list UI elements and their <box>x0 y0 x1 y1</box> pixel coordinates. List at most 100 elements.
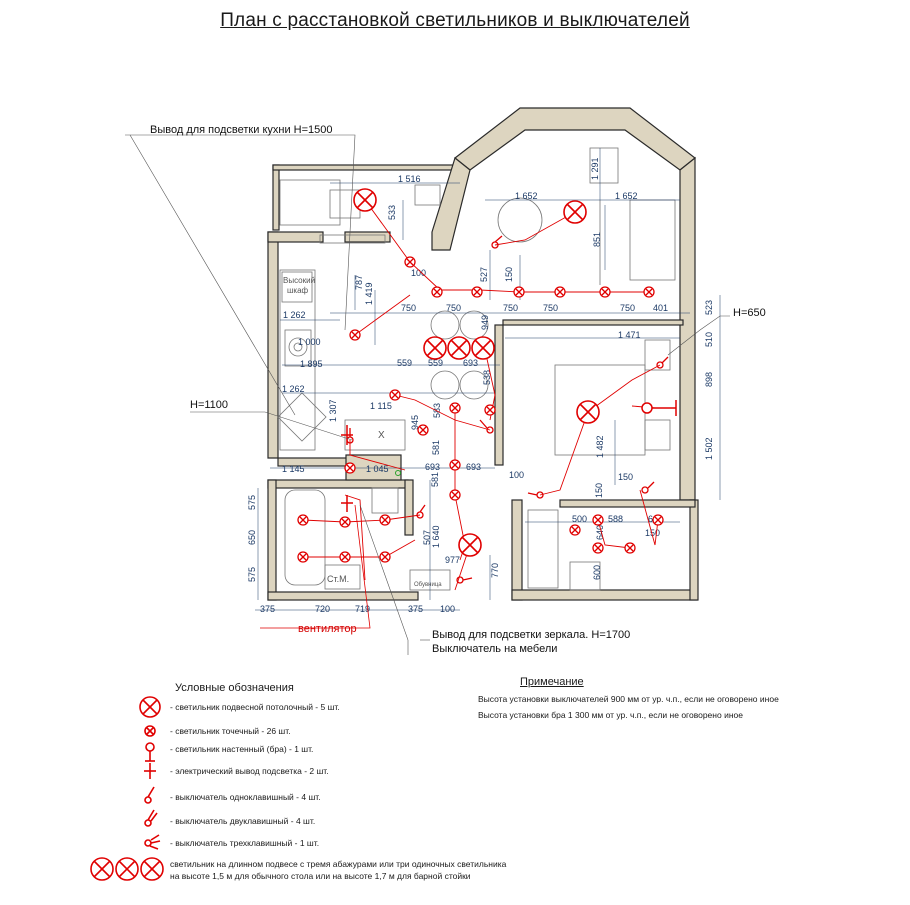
spot-light-icon <box>513 286 525 298</box>
wall-sconce <box>641 400 677 416</box>
spot-light-icon <box>379 514 391 526</box>
kitchen-light-output-label: Вывод для подсветки кухни Н=1500 <box>150 124 333 136</box>
spot-light-icon <box>484 404 496 416</box>
spot-light-icon <box>379 551 391 563</box>
triple-switch-icon <box>144 834 161 850</box>
spot-light-icon <box>624 542 636 554</box>
switch-icon <box>656 356 669 369</box>
spot-lights <box>297 256 664 563</box>
dimension-label: 770 <box>490 563 500 578</box>
right-wall <box>679 156 696 501</box>
dimension-label: 1 000 <box>298 337 321 347</box>
dimension-label: 1 516 <box>398 174 421 184</box>
legend-item-spot: - светильник точечный - 26 шт. <box>170 726 291 736</box>
spot-light-icon <box>449 402 461 414</box>
triple-pendant-icon <box>423 336 495 360</box>
spot-light-icon <box>569 524 581 536</box>
spot-light-icon <box>344 462 356 474</box>
fan-leader <box>260 504 371 629</box>
switch-icon <box>641 481 655 494</box>
dimension-label: 588 <box>608 514 623 524</box>
double-switch-icon <box>144 809 158 827</box>
dimension-label: 527 <box>479 267 489 282</box>
shoe-cabinet-label: Обувница <box>414 582 442 588</box>
spot-light-icon <box>643 286 655 298</box>
spot-light-icon <box>431 286 443 298</box>
dimension-label: 559 <box>397 358 412 368</box>
dimension-label: 1 652 <box>515 191 538 201</box>
dimension-label: 1 145 <box>282 464 305 474</box>
dimension-label: 693 <box>466 462 481 472</box>
dimension-label: 100 <box>440 604 455 614</box>
spot-light-icon <box>471 286 483 298</box>
dimension-label: 401 <box>653 303 668 313</box>
bay-wall <box>454 107 696 171</box>
dimension-label: 575 <box>247 495 257 510</box>
leader-lines <box>125 134 730 655</box>
h1100-label: Н=1100 <box>190 399 228 411</box>
pendant-light-icon <box>139 696 161 718</box>
dimension-label: 150 <box>618 472 633 482</box>
dimension-label: 977 <box>445 555 460 565</box>
tall-cabinet-label-1: Высокий <box>283 276 315 285</box>
cross-label: Х <box>378 430 385 441</box>
output-icon <box>144 763 156 779</box>
spot-light-icon <box>599 286 611 298</box>
pendant-light-icon <box>563 200 587 224</box>
dimension-label: 898 <box>704 372 714 387</box>
switch-icon <box>527 491 544 499</box>
spot-light-icon <box>404 256 416 268</box>
dimension-label: 583 <box>432 403 442 418</box>
mirror-output-label: Вывод для подсветки зеркала. Н=1700 <box>432 629 630 641</box>
dimension-label: 100 <box>509 470 524 480</box>
notes-title: Примечание <box>520 676 584 688</box>
dimension-label: 640 <box>595 525 605 540</box>
switches <box>346 235 669 584</box>
pendant-light-icon <box>353 188 377 212</box>
dimension-label: 575 <box>247 567 257 582</box>
legend-item-double-switch: - выключатель двуклавишный - 4 шт. <box>170 816 316 826</box>
dimension-label: 507 <box>422 530 432 545</box>
fan-label: вентилятор <box>298 623 357 635</box>
spot-light-icon <box>592 542 604 554</box>
legend-item-pendant: - светильник подвесной потолочный - 5 шт… <box>170 702 340 712</box>
single-switch-icon <box>144 786 155 804</box>
spot-light-icon <box>339 551 351 563</box>
legend-triple-line-1: светильник на длинном подвесе с тремя аб… <box>170 859 507 869</box>
legend-item-output: - электрический вывод подсветка - 2 шт. <box>170 766 329 776</box>
dimension-label: 720 <box>315 604 330 614</box>
dimension-label: 1 307 <box>328 399 338 422</box>
spot-light-icon <box>417 424 429 436</box>
h650-label: Н=650 <box>733 307 766 319</box>
dimension-label: 1 895 <box>300 359 323 369</box>
dimension-label: 581 <box>430 472 440 487</box>
spot-light-icon <box>449 489 461 501</box>
switch-icon <box>479 419 494 434</box>
dimension-label: 523 <box>704 300 714 315</box>
furniture <box>277 147 676 591</box>
dimension-label: 1 262 <box>283 310 306 320</box>
light-outputs <box>341 425 353 512</box>
spot-light-icon <box>592 514 604 526</box>
dimension-label: 500 <box>572 514 587 524</box>
dimension-label: 510 <box>704 332 714 347</box>
legend-symbols <box>139 696 161 850</box>
switch-icon <box>456 576 473 584</box>
plan-title: План с расстановкой светильников и выклю… <box>220 10 690 31</box>
dimension-label: 1 419 <box>364 282 374 305</box>
note-sconce-height: Высота установки бра 1 300 мм от ур. ч.п… <box>478 710 743 720</box>
legend-item-sconce: - светильник настенный (бра) - 1 шт. <box>170 744 314 754</box>
dimension-label: 945 <box>410 415 420 430</box>
dimension-label: 750 <box>446 303 461 313</box>
dimension-label: 1 115 <box>370 401 392 411</box>
spot-light-icon <box>652 514 664 526</box>
dimension-lines <box>255 148 721 611</box>
legend-triple-line-2: на высоте 1,5 м для обычного стола или н… <box>170 871 471 881</box>
dimension-label: 581 <box>431 440 441 455</box>
sconce-icon <box>641 402 653 414</box>
spot-light-icon <box>349 329 361 341</box>
dimension-label: 693 <box>463 358 478 368</box>
pendant-light-icon <box>576 400 600 424</box>
furniture-switch-label: Выключатель на мебели <box>432 643 557 655</box>
